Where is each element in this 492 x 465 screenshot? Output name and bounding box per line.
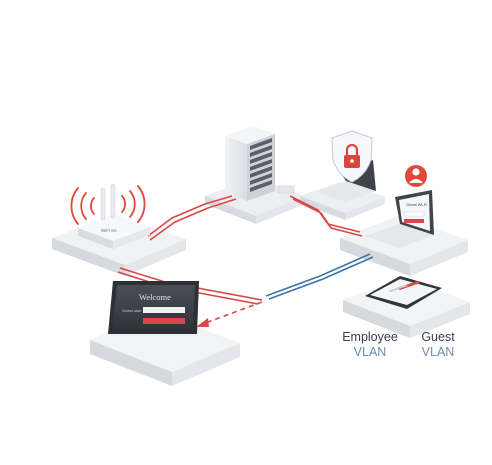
guest-vlan-line1: Guest — [421, 330, 455, 344]
cable-router-server-b — [149, 198, 237, 241]
employee-vlan-line2: VLAN — [353, 345, 387, 359]
laptop-right: Guest Wi-Fi — [365, 190, 434, 248]
guest-vlan-line2: VLAN — [421, 345, 455, 359]
cable-server-laptop-b — [292, 198, 363, 237]
employee-vlan-line1: Employee — [342, 330, 398, 344]
user-alert-icon — [405, 165, 427, 187]
guest-arrow-head — [196, 318, 209, 327]
guest-dashed-path — [207, 301, 263, 323]
router-antenna-left — [100, 187, 106, 221]
wifi-signal-icon — [70, 185, 146, 225]
kiosk-field-label: Guest user — [122, 308, 142, 313]
employee-cables — [265, 253, 374, 300]
wifi-router: WiFi 6A — [78, 183, 150, 249]
guest-vlan-label: Guest VLAN — [414, 330, 462, 360]
switch-box — [277, 185, 295, 194]
kiosk-welcome-title: Welcome — [139, 292, 171, 302]
server-rack — [225, 126, 295, 201]
kiosk-username-field — [143, 307, 185, 313]
employee-vlan-label: Employee VLAN — [337, 330, 403, 360]
shield-lock-icon — [331, 130, 373, 183]
kiosk-login-button — [143, 318, 185, 324]
cable-router-server-a — [147, 195, 233, 237]
rack-units — [250, 138, 272, 192]
cable-laptop-kiosk-b — [268, 256, 374, 300]
cable-laptop-kiosk-a — [265, 253, 371, 297]
router-antenna-right — [110, 183, 116, 219]
laptop-screen-title: Guest Wi-Fi — [406, 202, 427, 207]
kiosk-tablet: Welcome Guest user — [108, 281, 199, 334]
tablet-right — [365, 276, 442, 309]
router-label: WiFi 6A — [101, 228, 117, 233]
